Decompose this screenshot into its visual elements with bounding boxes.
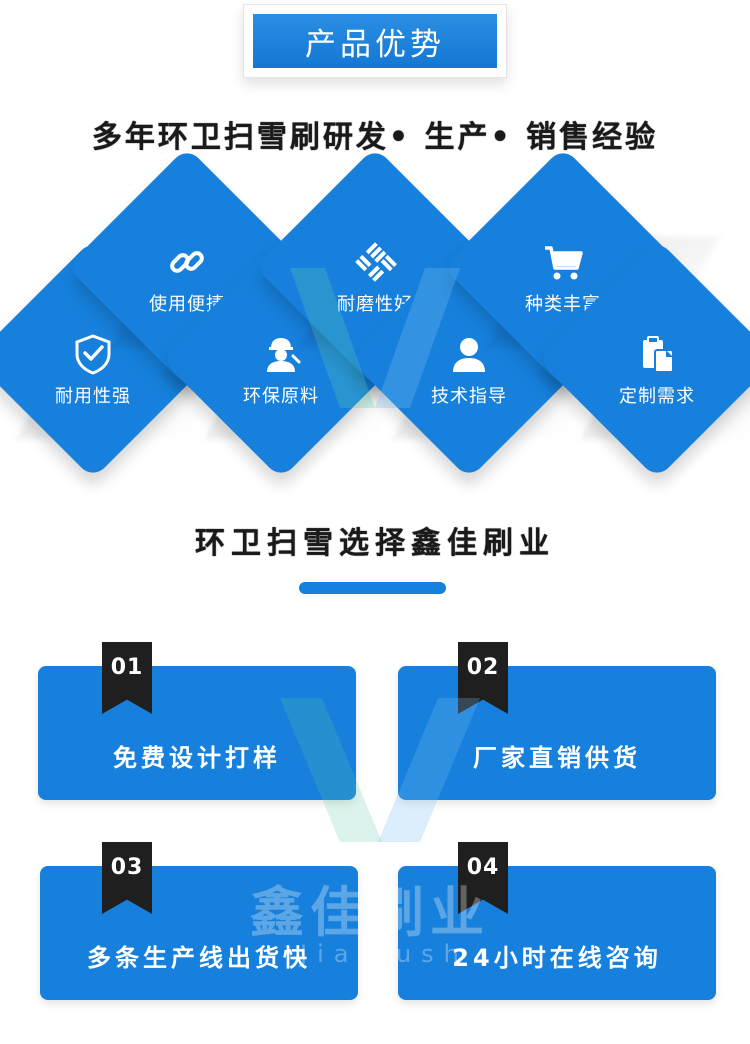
feature-label: 定制需求 bbox=[619, 386, 695, 407]
service-card-02: 厂家直销供货 bbox=[398, 666, 716, 800]
section-title-tab: 产品优势 bbox=[243, 4, 507, 78]
subheadline: 环卫扫雪选择鑫佳刷业 bbox=[195, 526, 555, 561]
service-label: 多条生产线出货快 bbox=[87, 944, 311, 972]
service-label: 厂家直销供货 bbox=[473, 744, 641, 772]
worker-icon bbox=[267, 338, 301, 372]
link-icon bbox=[170, 251, 204, 273]
brand-watermark: 鑫佳刷业 bbox=[250, 881, 490, 944]
feature-wear-resistant: 耐磨性好 bbox=[254, 146, 532, 388]
cart-icon bbox=[545, 246, 583, 280]
feature-label: 使用便捷 bbox=[149, 294, 225, 315]
feature-convenient: 使用便捷 bbox=[66, 146, 344, 388]
shield-check-icon bbox=[75, 334, 111, 375]
feature-label: 环保原料 bbox=[243, 386, 319, 407]
service-card-04: 24小时在线咨询 bbox=[398, 866, 716, 1000]
service-label: 免费设计打样 bbox=[113, 744, 281, 772]
section-title: 产品优势 bbox=[253, 14, 497, 68]
service-card-01: 免费设计打样 bbox=[38, 666, 356, 800]
user-icon bbox=[453, 338, 485, 372]
headline: 多年环卫扫雪刷研发• 生产• 销售经验 bbox=[91, 120, 659, 155]
feature-variety: 种类丰富 bbox=[442, 146, 720, 388]
brand-watermark-sub: Jia rush bbox=[300, 940, 469, 968]
feature-label: 耐磨性好 bbox=[337, 294, 413, 315]
feature-tech-guidance: 技术指导 bbox=[348, 238, 626, 480]
feature-durable: 耐用性强 bbox=[0, 238, 250, 480]
feature-eco-material: 环保原料 bbox=[160, 238, 438, 480]
divider-bar bbox=[299, 582, 446, 594]
feature-customization: 定制需求 bbox=[536, 238, 750, 480]
feature-label: 技术指导 bbox=[431, 386, 507, 407]
clipboard-icon bbox=[643, 336, 674, 373]
bristle-pattern-icon bbox=[355, 242, 397, 282]
feature-label: 耐用性强 bbox=[55, 386, 131, 407]
service-card-03: 多条生产线出货快 bbox=[40, 866, 358, 1000]
service-label: 24小时在线咨询 bbox=[452, 944, 662, 972]
feature-label: 种类丰富 bbox=[525, 294, 601, 315]
